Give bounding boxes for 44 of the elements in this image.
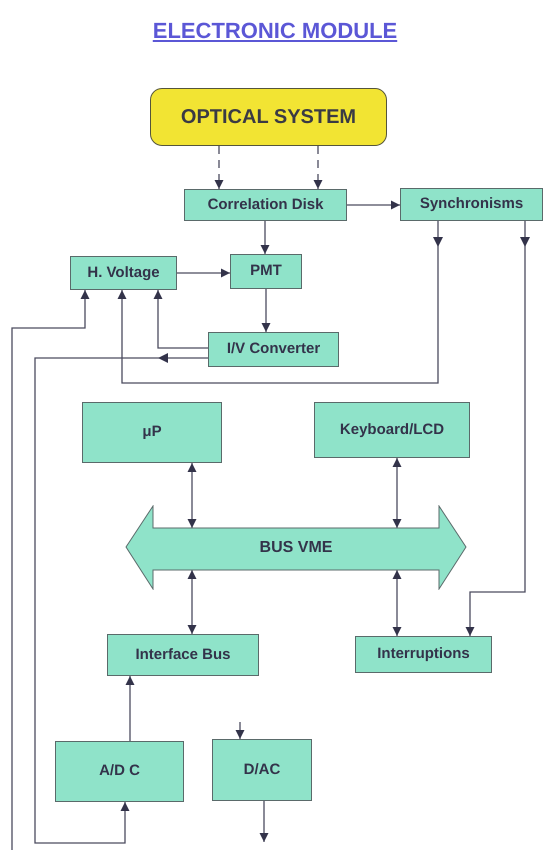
node-label: Synchronisms xyxy=(420,195,524,214)
process-box xyxy=(107,634,259,676)
node-label: Correlation Disk xyxy=(208,196,324,214)
arrow xyxy=(314,146,322,189)
process-box xyxy=(230,254,302,289)
node-label: OPTICAL SYSTEM xyxy=(180,104,356,130)
process-box xyxy=(184,189,347,221)
process-box xyxy=(212,739,312,801)
arrow xyxy=(11,290,90,850)
arrow xyxy=(126,676,134,741)
process-box xyxy=(355,636,492,673)
arrow xyxy=(260,221,270,254)
node-label: μP xyxy=(142,423,162,442)
process-box xyxy=(400,188,543,221)
arrow xyxy=(262,289,270,332)
node-label: Keyboard/LCD xyxy=(340,420,444,440)
node-label: D/AC xyxy=(244,760,280,780)
node-label: BUS VME xyxy=(260,538,332,558)
system-box xyxy=(150,88,387,146)
node-label: H. Voltage xyxy=(87,264,160,282)
node-label: A/D C xyxy=(99,762,140,781)
arrow xyxy=(188,570,196,634)
node-label: Interruptions xyxy=(377,645,470,664)
arrow xyxy=(392,570,402,636)
process-box xyxy=(82,402,222,463)
arrow xyxy=(214,146,224,189)
arrow xyxy=(154,290,208,349)
node-label: Interface Bus xyxy=(135,646,231,664)
arrow xyxy=(347,200,400,210)
node-label: PMT xyxy=(250,262,282,281)
arrow xyxy=(34,353,208,844)
process-box xyxy=(314,402,470,458)
process-box xyxy=(70,256,177,290)
title: ELECTRONIC MODULE xyxy=(152,17,398,45)
arrow xyxy=(236,722,244,739)
arrow xyxy=(188,463,196,528)
arrow xyxy=(392,458,402,528)
arrow xyxy=(260,801,268,842)
process-box xyxy=(208,332,339,367)
node-label: I/V Converter xyxy=(226,340,320,359)
process-box xyxy=(55,741,184,802)
arrow xyxy=(466,221,530,636)
arrow xyxy=(118,221,443,384)
arrow xyxy=(177,268,230,278)
